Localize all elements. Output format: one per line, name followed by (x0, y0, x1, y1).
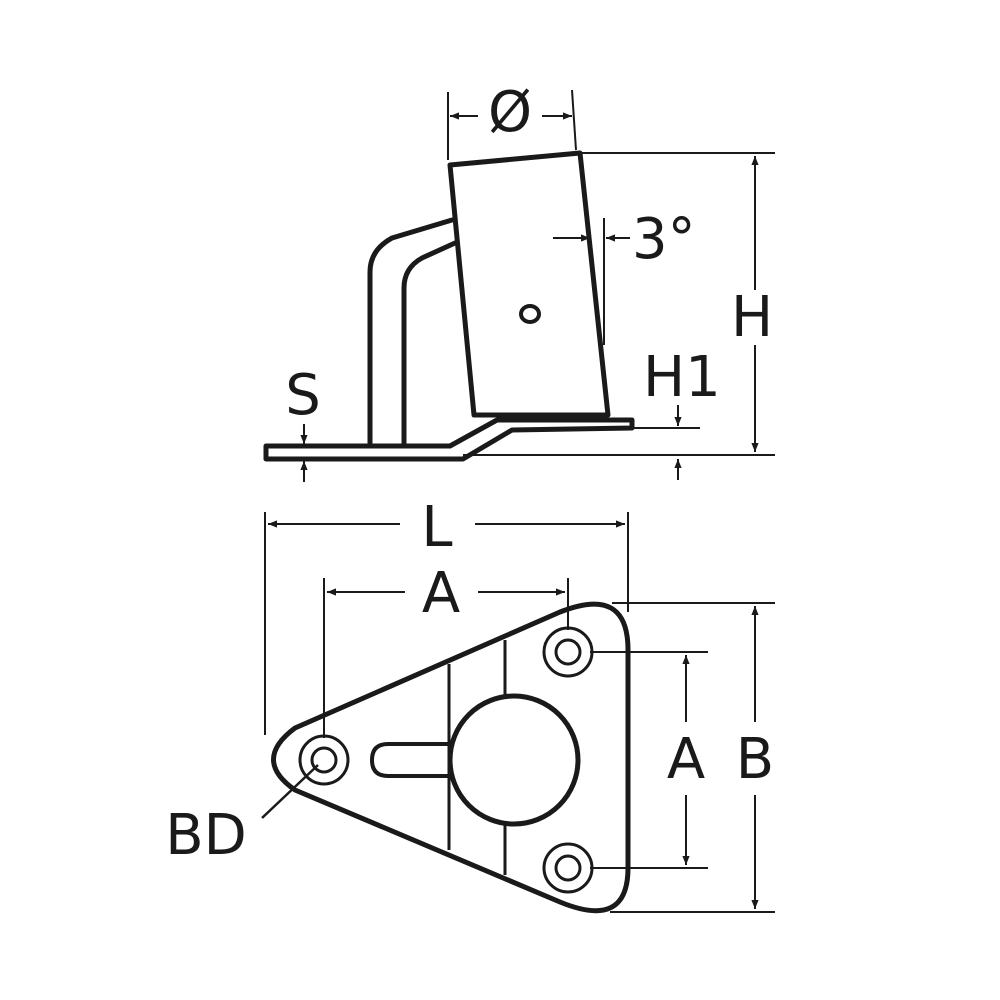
support-arm-inner (401, 240, 458, 449)
bolt-diameter-leader (261, 764, 319, 819)
tube-circle (447, 693, 581, 827)
label-height1: H1 (643, 345, 721, 410)
label-length: L (421, 495, 452, 560)
label-spacing-vertical: A (667, 727, 705, 792)
label-spacing-horizontal: A (422, 561, 460, 626)
slot (370, 742, 452, 778)
label-diameter: Ø (488, 80, 532, 145)
top-view (271, 601, 631, 914)
diameter-ext-right (571, 89, 577, 151)
tube (447, 150, 611, 418)
base-plate (263, 417, 635, 462)
label-width: B (736, 727, 774, 792)
pin-hole (519, 304, 541, 324)
side-view (263, 150, 635, 462)
label-thickness: S (285, 363, 321, 428)
label-bolt-diameter: BD (165, 803, 247, 868)
label-height: H (731, 285, 773, 350)
support-arm (367, 217, 455, 449)
top-view-dimensions (261, 512, 775, 913)
label-angle: 3° (632, 207, 696, 272)
side-view-dimensions (300, 89, 775, 482)
